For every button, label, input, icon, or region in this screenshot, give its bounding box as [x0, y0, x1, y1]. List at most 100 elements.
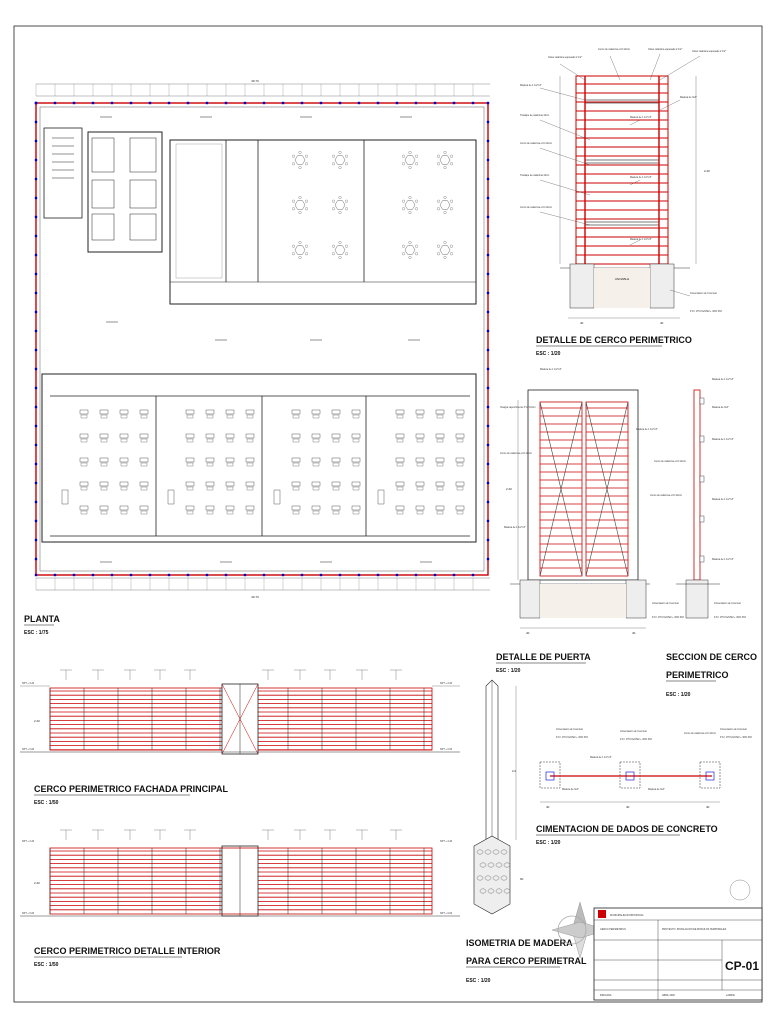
plan-bottom-classroom-block: [41, 373, 477, 543]
chair: [402, 199, 405, 203]
foundation-label-cim-2: Cimentacion de Concreto: [620, 730, 648, 733]
desk: [225, 433, 235, 439]
fence-post: [34, 234, 38, 238]
fence-post: [72, 573, 76, 577]
chair: [450, 162, 453, 166]
seat: [226, 510, 234, 515]
fence-post: [486, 272, 490, 276]
fence-post: [224, 101, 228, 105]
fence-label-clavo-mid: Clavo calamina espesado 2 1/2": [648, 48, 682, 51]
desk: [331, 457, 341, 463]
fence-detail-title: DETALLE DE CERCO PERIMETRICO: [536, 335, 692, 345]
chair: [415, 199, 418, 203]
chair: [408, 256, 412, 259]
section-label-cim-spec: F'C= 175 KG/CM2 + 30% P.M.: [714, 616, 747, 619]
chair: [298, 166, 302, 169]
seat: [80, 510, 88, 515]
desk: [351, 505, 361, 511]
stone: [476, 849, 484, 855]
stone: [500, 875, 508, 881]
title-block-line2: CERCO PERIMETRICO: [600, 928, 626, 931]
fence-post: [110, 101, 114, 105]
fence-post: [34, 348, 38, 352]
foundation-label-cim-3: Cimentacion de Concreto: [720, 728, 748, 731]
teacher-desk: [273, 489, 281, 505]
fence-width-dim-left: 40: [580, 321, 584, 325]
chair: [443, 256, 447, 259]
isometric-stones: [476, 849, 511, 894]
chair: [338, 196, 342, 199]
rail: [584, 221, 660, 226]
desk: [205, 481, 215, 487]
door-label-cim-spec: F'C= 175 KG/CM2 + 30% P.M.: [652, 616, 685, 619]
desk: [331, 481, 341, 487]
seat: [396, 462, 404, 467]
desk: [99, 457, 109, 463]
seat: [416, 510, 424, 515]
fence-post: [34, 424, 38, 428]
fence-post: [262, 573, 266, 577]
desk: [79, 409, 89, 415]
fence-post: [486, 215, 490, 219]
chair: [298, 241, 302, 244]
desk: [291, 457, 301, 463]
stone: [492, 849, 500, 855]
fence-post: [433, 573, 437, 577]
desk: [435, 481, 445, 487]
desk: [119, 505, 129, 511]
facade-npt-bottom-left: NPT + 0.00: [22, 748, 35, 751]
rail: [584, 159, 660, 164]
fence-width-dim-right: 40: [660, 321, 664, 325]
seat: [186, 486, 194, 491]
stone: [495, 862, 503, 868]
chair: [443, 166, 447, 169]
chair: [450, 154, 453, 158]
fence-post: [486, 120, 490, 124]
seat: [456, 486, 464, 491]
fence-post: [486, 348, 490, 352]
seat: [246, 438, 254, 443]
title-block-scale: INDICADA: [600, 994, 612, 997]
title-block-date: ABRIL 2020: [662, 994, 675, 997]
chair: [408, 196, 412, 199]
table-group: [334, 155, 346, 165]
desk: [351, 457, 361, 463]
seat: [100, 486, 108, 491]
desk: [351, 409, 361, 415]
desk: [311, 457, 321, 463]
seat: [140, 414, 148, 419]
seat: [312, 486, 320, 491]
seat: [292, 510, 300, 515]
fence-post: [452, 101, 456, 105]
desk: [435, 409, 445, 415]
seat: [352, 438, 360, 443]
desk: [139, 505, 149, 511]
fence-post: [167, 101, 171, 105]
desk: [119, 433, 129, 439]
foundation-label-spec-1: F'C= 175 KG/CM2 + 30% P.M.: [556, 736, 589, 739]
chair: [305, 252, 308, 256]
fence-label-madera-2: Madera de 1 1/2"x3": [630, 116, 652, 119]
door-detail-title: DETALLE DE PUERTA: [496, 652, 591, 662]
fence-label-cimentacion: Cimentacion de Concreto: [690, 292, 718, 295]
plan-fence-posts: [34, 84, 490, 590]
door-slats: [540, 407, 628, 569]
chair: [402, 162, 405, 166]
interior-npt-bottom-right: NPT + 0.00: [440, 912, 453, 915]
foundation-label-cal: Cerco de calamina e=0.14mm: [684, 732, 716, 735]
foundation-dim-3: 40: [706, 805, 710, 809]
desk: [79, 481, 89, 487]
fence-height-dim: 2.20: [704, 169, 710, 173]
desk: [185, 457, 195, 463]
section-label-madera-3x3: Madera de 3x3": [712, 406, 729, 409]
chair: [332, 244, 335, 248]
fence-post: [53, 101, 57, 105]
seat: [456, 462, 464, 467]
desk: [99, 433, 109, 439]
seat: [436, 486, 444, 491]
desk: [225, 505, 235, 511]
desk: [225, 409, 235, 415]
desk: [139, 433, 149, 439]
door-label-visagra: Visagra capuchina de 3"x3"x2mm: [500, 406, 536, 409]
chair: [437, 244, 440, 248]
